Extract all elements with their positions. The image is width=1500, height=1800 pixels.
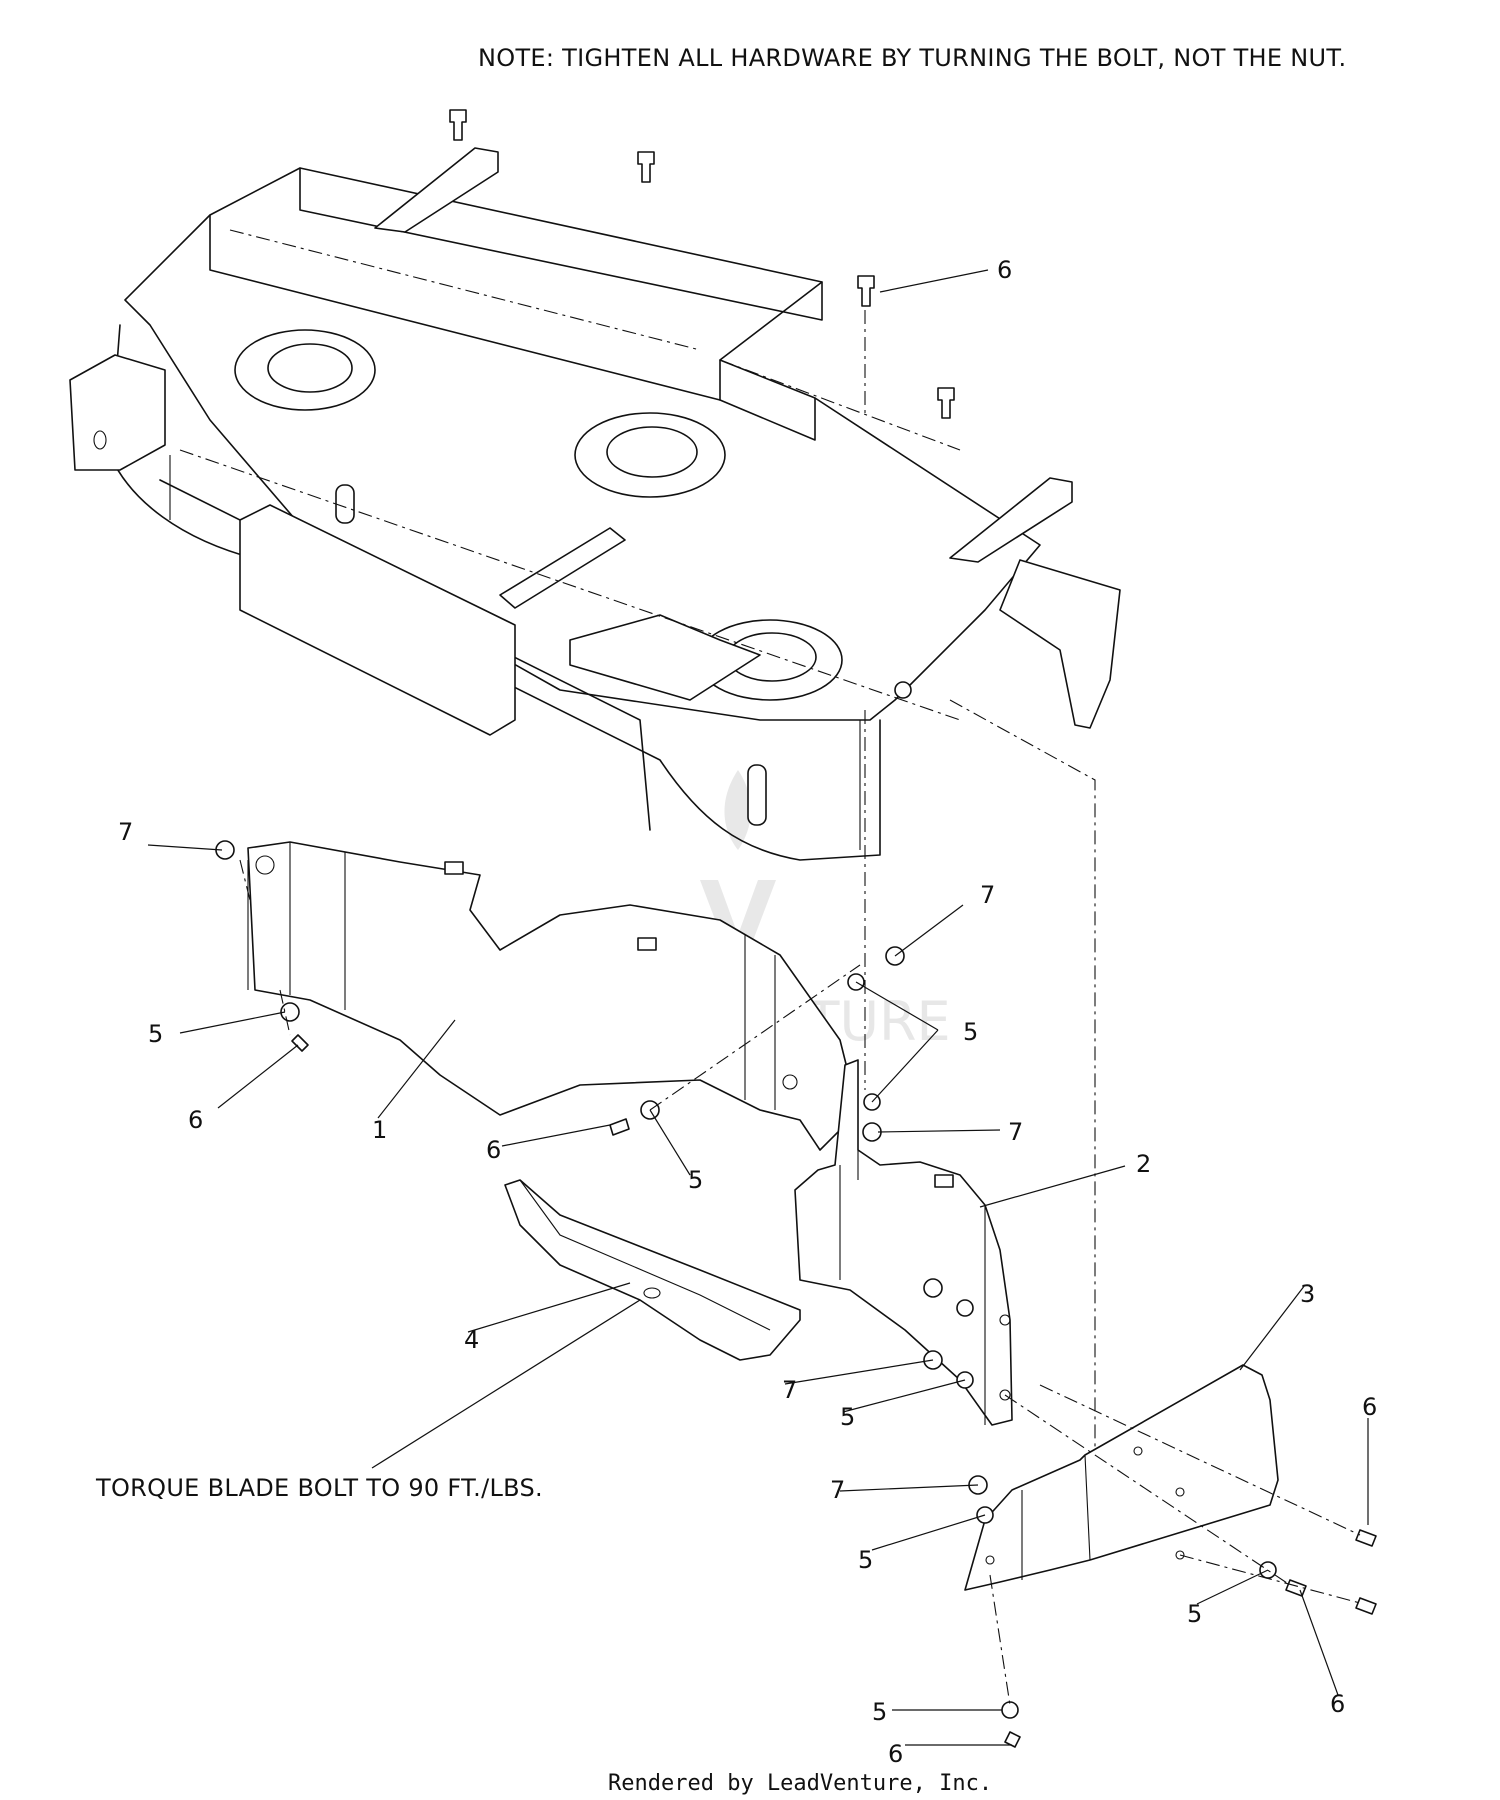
top-bracket-left: [374, 147, 499, 233]
nut-icon: [923, 1278, 943, 1298]
torque-note: TORQUE BLADE BOLT TO 90 FT./LBS.: [95, 1474, 543, 1502]
callout-3: 3: [1300, 1280, 1315, 1308]
washer-icon: [1001, 1701, 1019, 1719]
front-rail: [239, 504, 516, 736]
callout-5: 5: [148, 1020, 163, 1048]
baffle-3: [964, 1364, 1279, 1591]
callout-5: 5: [963, 1018, 978, 1046]
baffle-tab: [934, 1174, 954, 1188]
bolt-icon: [937, 387, 955, 419]
side-bracket-left: [69, 354, 166, 471]
bolt-icon: [609, 1118, 630, 1136]
anchor-pin: [335, 484, 355, 524]
callout-7: 7: [980, 881, 995, 909]
footer-credit: Rendered by LeadVenture, Inc.: [608, 1771, 992, 1796]
side-bracket-right: [999, 559, 1121, 729]
callout-6: 6: [486, 1136, 501, 1164]
callout-7: 7: [830, 1476, 845, 1504]
deck-hardware: [449, 109, 1096, 1520]
mower-deck: [69, 147, 1121, 861]
callout-labels: 6 7 7 5 5 6 7 1 6 5 2 3 4 7 6 5 7 5 5 6 …: [118, 256, 1377, 1768]
callout-6: 6: [1330, 1690, 1345, 1718]
callout-5: 5: [872, 1698, 887, 1726]
bolt-icon: [449, 109, 467, 141]
callout-2: 2: [1136, 1150, 1151, 1178]
bolt-icon: [1355, 1529, 1377, 1547]
callout-6: 6: [1362, 1393, 1377, 1421]
callout-1: 1: [372, 1116, 387, 1144]
callout-7: 7: [782, 1376, 797, 1404]
bolt-icon: [637, 151, 655, 183]
bolt-icon: [291, 1034, 309, 1052]
nut-icon: [894, 681, 912, 699]
bolt-icon: [857, 275, 875, 307]
callout-5: 5: [688, 1166, 703, 1194]
top-bracket-right: [949, 477, 1073, 563]
bolt-icon: [1355, 1597, 1377, 1615]
baffle-2: [794, 1059, 1013, 1426]
blade-4: [504, 1179, 801, 1361]
rear-bracket: [569, 614, 761, 701]
callout-leaders: [147, 269, 1369, 1746]
callout-5: 5: [858, 1546, 873, 1574]
spindle-hub-center: [574, 412, 726, 498]
callout-6: 6: [188, 1106, 203, 1134]
callout-6: 6: [997, 256, 1012, 284]
callout-7: 7: [1008, 1118, 1023, 1146]
anchor-pin: [747, 764, 767, 826]
callout-6: 6: [888, 1740, 903, 1768]
callout-5: 5: [1187, 1600, 1202, 1628]
callout-5: 5: [840, 1403, 855, 1431]
baffle-tab: [444, 861, 464, 875]
spindle-hub-left: [234, 329, 376, 411]
baffle-tab: [637, 937, 657, 951]
deck-plate-slot: [499, 527, 626, 609]
callout-7: 7: [118, 818, 133, 846]
hardware-note: NOTE: TIGHTEN ALL HARDWARE BY TURNING TH…: [478, 44, 1346, 72]
bolt-icon: [1004, 1731, 1021, 1748]
spindle-hub-right: [697, 619, 843, 701]
callout-4: 4: [464, 1326, 479, 1354]
washer-icon: [956, 1299, 974, 1317]
